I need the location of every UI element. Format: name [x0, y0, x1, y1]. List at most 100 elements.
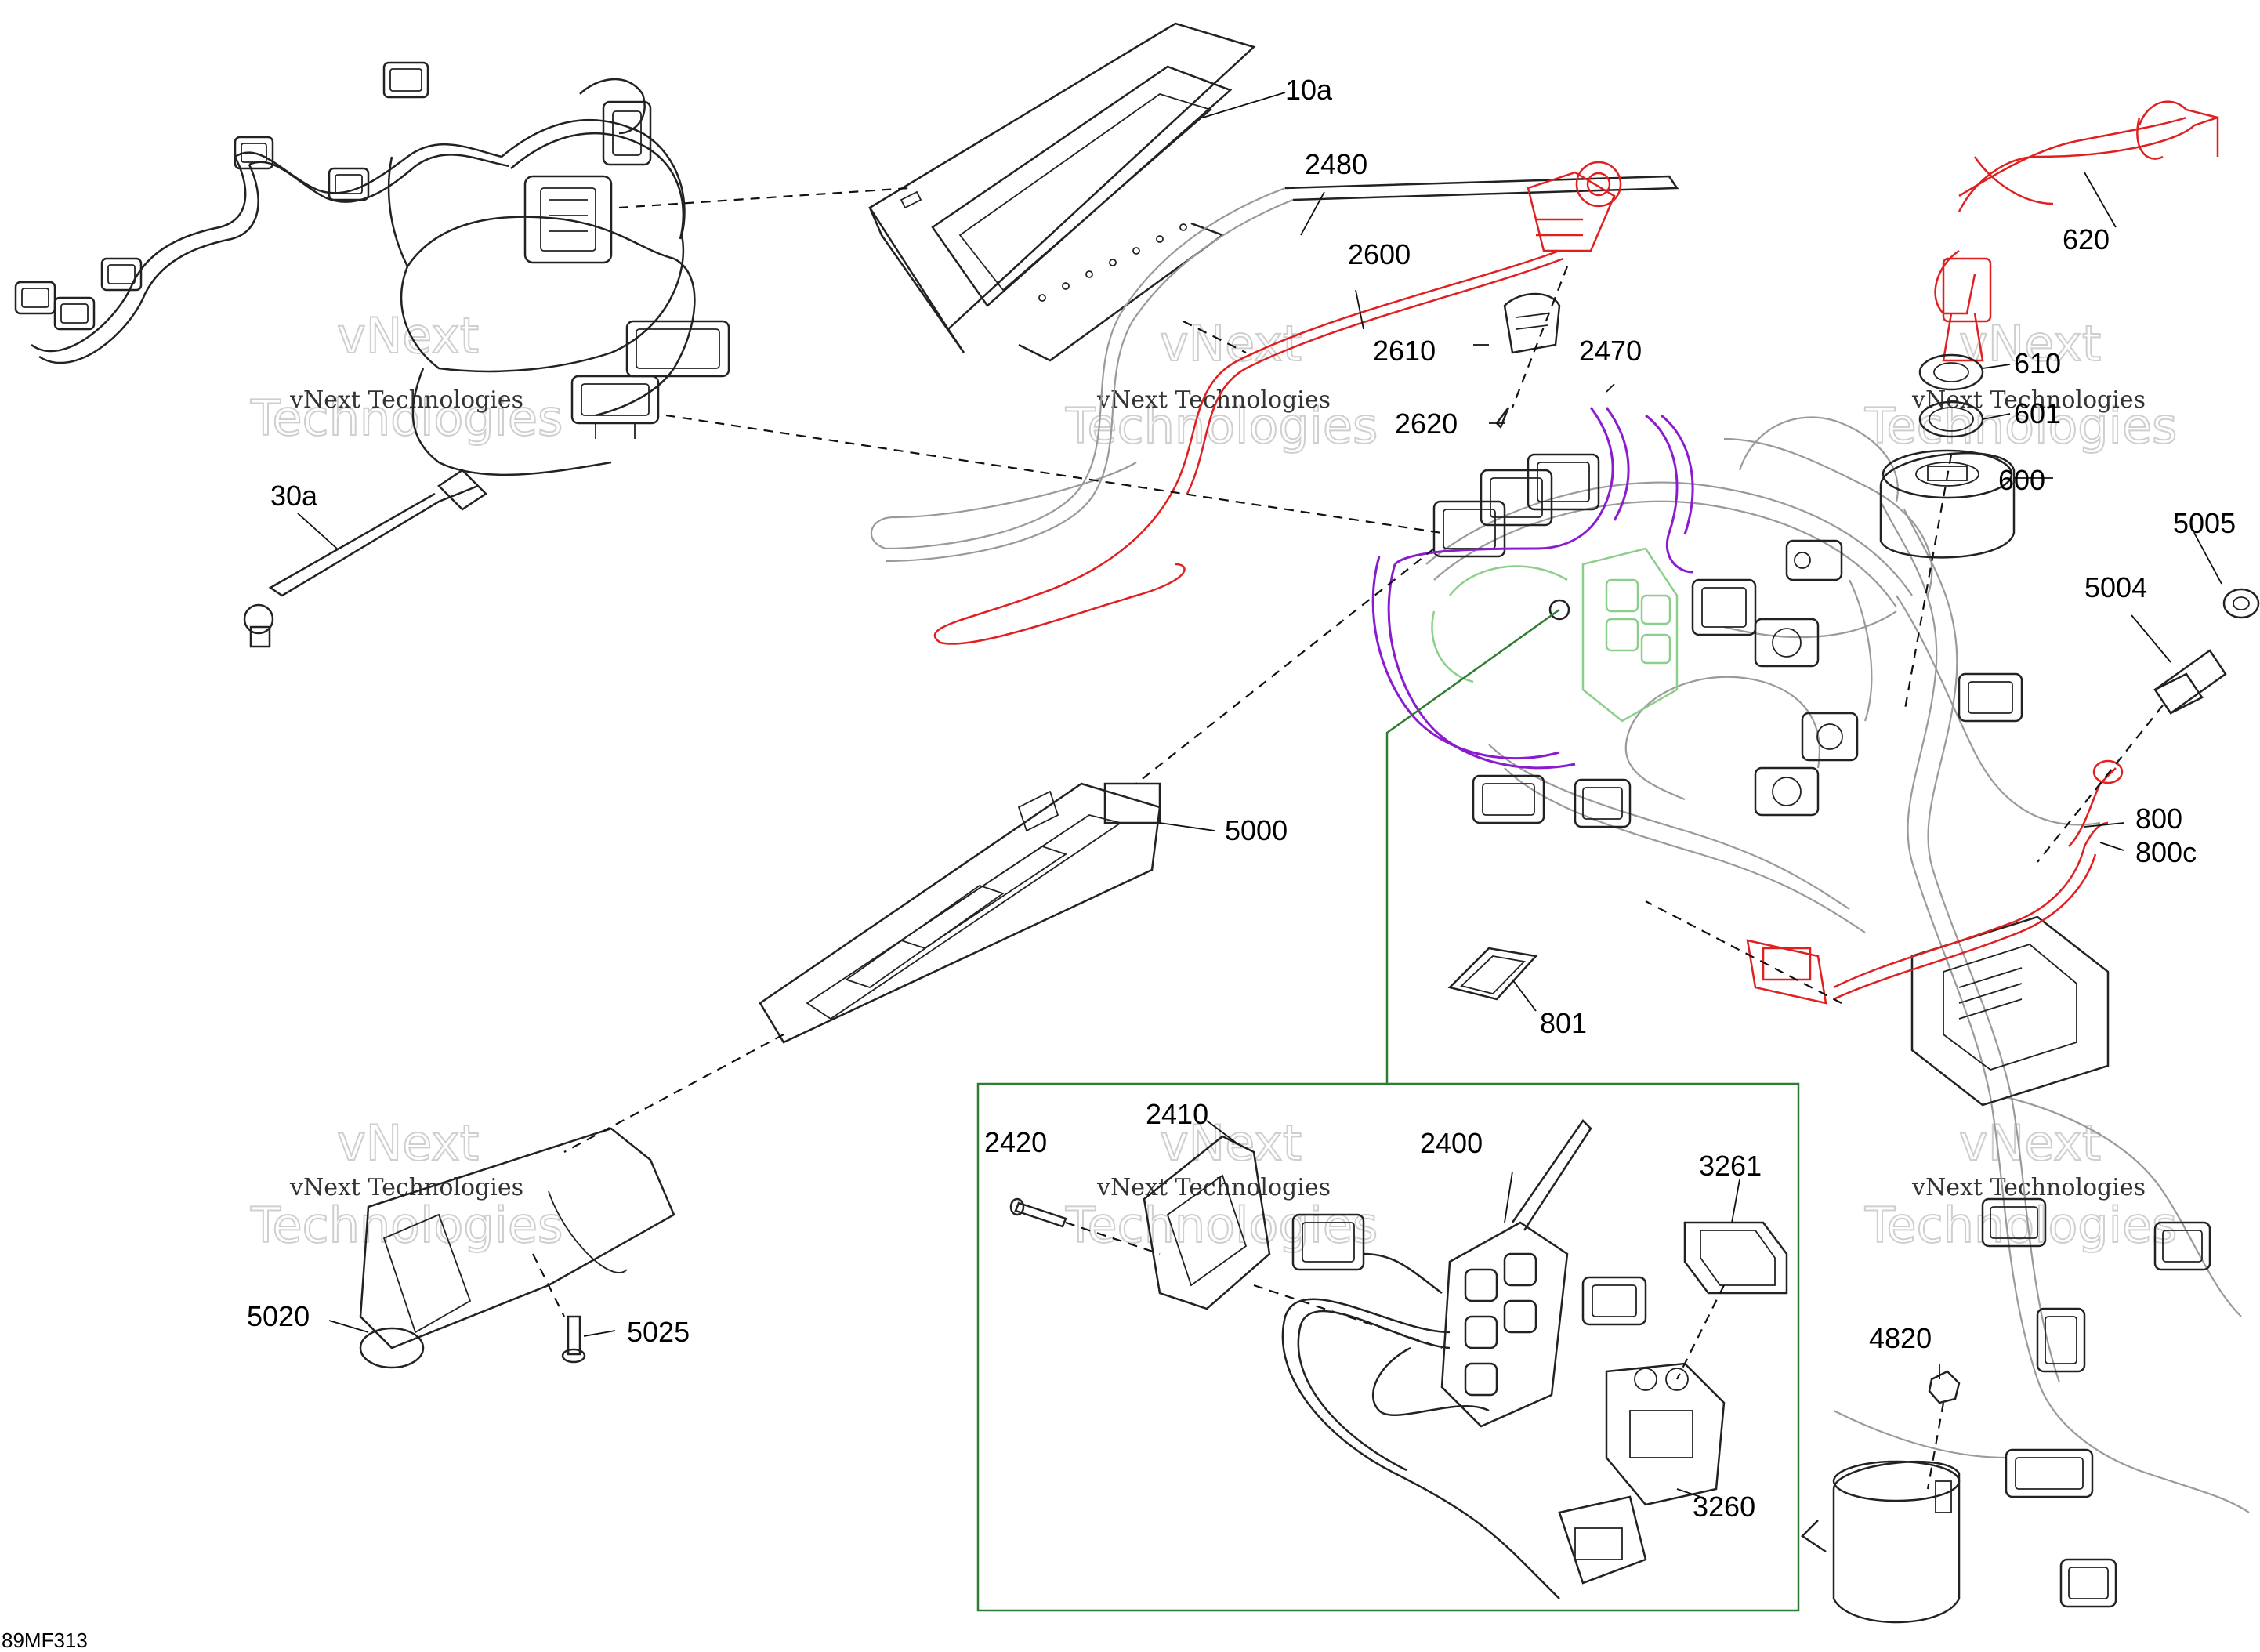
watermark-big-3a: vNext: [1959, 315, 2101, 372]
label-610: 610: [2014, 347, 2061, 379]
harness-connector-r8: [1754, 766, 1820, 817]
label-30a: 30a: [270, 480, 318, 512]
label-10a: 10a: [1285, 74, 1333, 106]
keyswitch-600: [1879, 449, 2016, 559]
harness-connector-r14: [2059, 1558, 2117, 1608]
label-2480: 2480: [1305, 148, 1367, 180]
red-switch-assembly: [1527, 161, 1622, 252]
label-800c: 800c: [2135, 836, 2197, 868]
screw-2420: [1009, 1197, 1067, 1228]
harness-connector-7: [602, 100, 652, 166]
watermark-big-5b: Technologies: [1065, 1197, 1378, 1254]
harness-connector-r12: [2153, 1221, 2211, 1271]
watermark-big-2a: vNext: [1160, 315, 1302, 372]
label-601: 601: [2014, 397, 2061, 429]
watermark-big-2b: Technologies: [1065, 397, 1378, 455]
switch-harness-2470: [1371, 407, 1694, 770]
label-2600: 2600: [1348, 238, 1411, 270]
ecm-5000: [759, 782, 1161, 1044]
harness-connector-r3: [1527, 453, 1600, 511]
switch-2400: [1440, 1119, 1592, 1428]
watermark-big-3b: Technologies: [1864, 397, 2177, 455]
label-620: 620: [2063, 223, 2110, 255]
bracket-5020: [359, 1127, 675, 1369]
reference-code: 89MF313: [2, 1628, 88, 1652]
watermark-big-1b: Technologies: [250, 389, 563, 447]
label-2410: 2410: [1146, 1098, 1208, 1130]
antenna-cable-2480: [870, 175, 1679, 563]
harness-connector-r9: [1958, 672, 2023, 723]
harness-connector-8: [625, 320, 730, 378]
label-2610: 2610: [1373, 335, 1436, 367]
label-2420: 2420: [984, 1126, 1047, 1158]
watermark-big-1a: vNext: [337, 307, 479, 364]
spacer-5004: [2153, 649, 2227, 715]
harness-connector-1: [14, 281, 56, 315]
switch-connector-left: [1291, 1213, 1365, 1271]
harness-connector-r13: [2036, 1307, 2086, 1373]
label-800: 800: [2135, 802, 2182, 835]
harness-connector-r5: [1754, 618, 1820, 668]
watermark-big-6b: Technologies: [1864, 1197, 2177, 1254]
label-3261: 3261: [1699, 1150, 1762, 1182]
lanyard-620: [1934, 100, 2219, 362]
label-5005: 5005: [2173, 507, 2236, 539]
relay-module: [1910, 915, 2110, 1107]
nut-5005: [2222, 588, 2260, 619]
solenoid: [1801, 1460, 1961, 1624]
label-5000: 5000: [1225, 814, 1288, 846]
label-2620: 2620: [1395, 408, 1458, 440]
harness-connector-r11: [1574, 778, 1632, 828]
keyswitch-cap-610: [1918, 353, 1984, 391]
label-4820: 4820: [1869, 1322, 1932, 1354]
detail-anchor-point: [1548, 599, 1570, 621]
watermark-small-5: vNext Technologies: [1096, 1174, 1331, 1201]
harness-connector-r10: [1472, 774, 1545, 824]
cover-3261: [1683, 1221, 1788, 1295]
main-harness: [1425, 416, 2250, 1624]
harness-connector-r6: [1785, 539, 1843, 581]
nut-4820: [1928, 1370, 1961, 1404]
seal-801: [1447, 947, 1538, 1001]
label-2470: 2470: [1579, 335, 1642, 367]
label-600: 600: [1998, 464, 2045, 496]
harness-connector-9: [570, 375, 660, 439]
part-labels: 10a 2480 2600 2610 2620 2470 620 610 601…: [247, 74, 2236, 1523]
watermark-small-1: vNext Technologies: [289, 386, 523, 414]
label-2400: 2400: [1420, 1127, 1483, 1159]
harness-connector-r16: [1981, 1197, 2047, 1248]
switch-connector-bottom: [1558, 1495, 1647, 1585]
harness-connector-r2: [1480, 469, 1553, 527]
harness-connector-5: [328, 167, 370, 201]
display-cluster: [868, 22, 1256, 362]
watermarks: vNext Technologies vNext Technologies vN…: [249, 306, 2178, 1255]
bolt-5025: [561, 1315, 586, 1364]
label-801: 801: [1540, 1007, 1587, 1039]
watermark-small-6: vNext Technologies: [1911, 1174, 2146, 1201]
switch-3260: [1605, 1362, 1726, 1506]
switch-connector-right: [1581, 1276, 1647, 1326]
watermark-small-4: vNext Technologies: [289, 1174, 523, 1201]
label-3260: 3260: [1693, 1491, 1755, 1523]
label-5004: 5004: [2084, 571, 2147, 603]
watermark-big-4a: vNext: [337, 1114, 479, 1172]
gps-cable-2600: [933, 249, 1564, 645]
display-button-row: [1038, 223, 1187, 302]
label-5020: 5020: [247, 1300, 310, 1332]
bracket-2610: [1503, 292, 1561, 354]
watermark-big-5a: vNext: [1160, 1114, 1302, 1172]
harness-connector-2: [53, 296, 96, 331]
label-5025: 5025: [627, 1316, 690, 1348]
harness-connector-r7: [1801, 712, 1859, 762]
harness-connector-4: [234, 136, 274, 170]
battery-cable-800: [1746, 759, 2124, 1005]
harness-connector-r4: [1691, 578, 1757, 636]
watermark-small-3: vNext Technologies: [1911, 386, 2146, 414]
harness-connector-3: [100, 257, 143, 292]
explosion-lines: [532, 187, 2164, 1490]
harness-connector-6: [382, 61, 429, 99]
detail-frame: [976, 608, 1800, 1612]
gauge-harness: [14, 61, 730, 476]
handlebar-switch-green: [1431, 547, 1679, 723]
leader-lines: [297, 92, 2222, 1498]
